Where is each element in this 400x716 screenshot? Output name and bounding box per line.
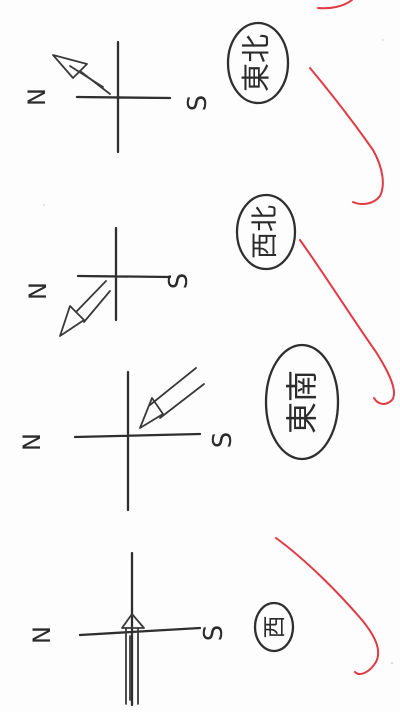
compass-cross-1 [75, 40, 172, 154]
answer-4: 西 [262, 616, 288, 639]
answer-circle-2 [235, 193, 297, 271]
compass-cross-3 [73, 370, 202, 512]
paper-specks [43, 39, 393, 664]
direction-arrow-3 [139, 367, 205, 429]
compass-item-1: N S 東北 [23, 21, 290, 154]
north-label-2: N [24, 282, 52, 300]
check-mark-2 [309, 67, 384, 205]
north-label-4: N [28, 626, 56, 644]
south-label-3: S [208, 432, 238, 449]
check-mark-3 [299, 239, 395, 405]
compass-item-3: N S 東南 [18, 343, 340, 512]
red-check-marks [275, 0, 395, 675]
compass-item-4: N S 西 [28, 551, 295, 707]
compass-cross-2 [76, 226, 172, 322]
direction-arrow-4 [121, 613, 145, 705]
answer-circle-4 [253, 601, 295, 653]
direction-arrow-2 [59, 280, 111, 337]
answer-circle-1 [226, 21, 290, 105]
north-label-1: N [23, 88, 51, 106]
south-label-2: S [164, 273, 194, 290]
check-mark-4 [275, 537, 380, 675]
answer-2: 西北 [250, 205, 281, 259]
south-label-1: S [183, 95, 213, 112]
check-mark-1 [317, 0, 353, 10]
south-label-4: S [199, 625, 229, 642]
answer-circle-3 [264, 343, 340, 461]
answer-1: 東北 [239, 34, 273, 92]
compass-item-2: N S 西北 [24, 193, 297, 337]
north-label-3: N [18, 433, 46, 451]
compass-cross-4 [78, 551, 202, 707]
answer-3: 東南 [283, 370, 321, 434]
direction-arrow-1 [52, 54, 111, 95]
